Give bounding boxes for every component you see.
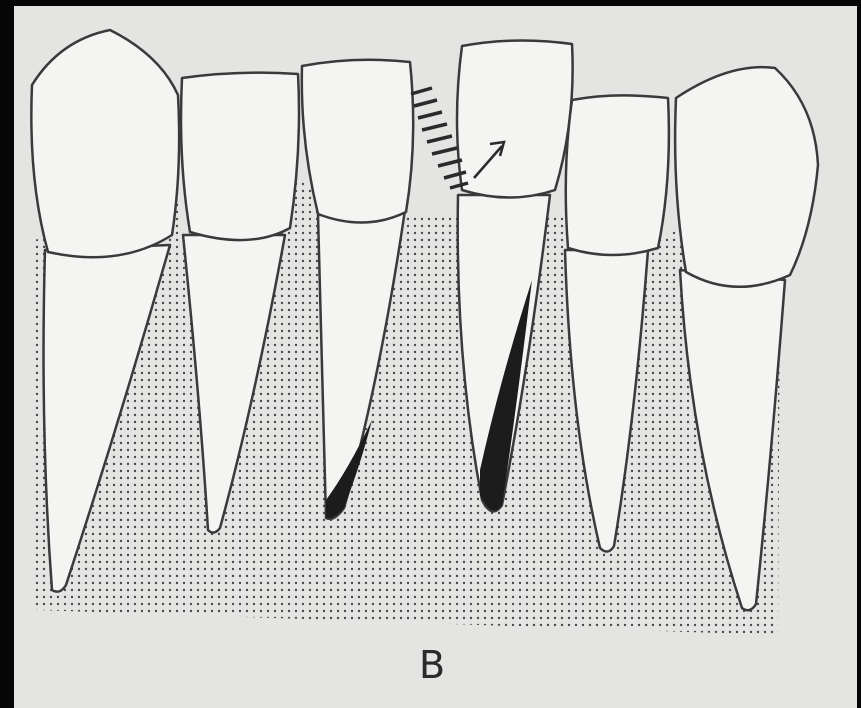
tooth-3-crown [302,60,413,223]
tooth-6-crown [675,67,818,287]
tooth-1-crown [31,30,179,257]
tooth-5-crown [566,95,669,255]
tooth-2-crown [181,73,299,240]
panel-label: B [412,646,452,684]
tooth-4-crown [457,40,573,197]
